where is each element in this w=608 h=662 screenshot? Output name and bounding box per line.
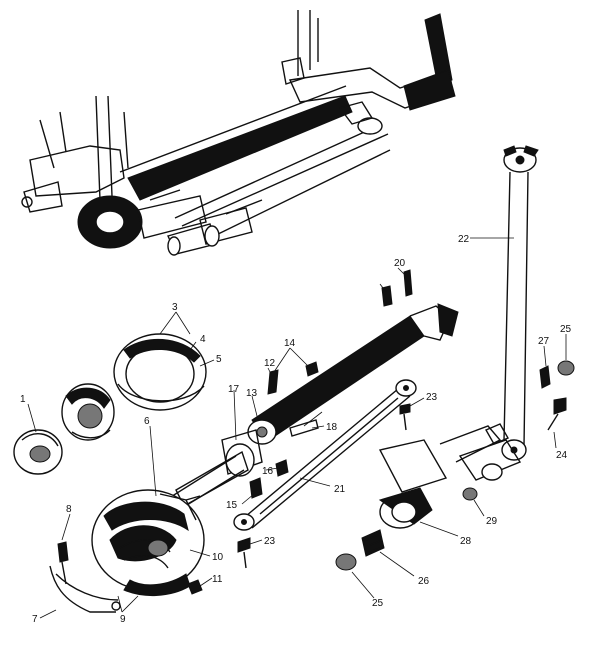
part-25-nut-lower bbox=[335, 553, 357, 571]
leader-lines bbox=[27, 237, 567, 619]
part-8-screw bbox=[57, 541, 69, 585]
assembled-mechanism-view bbox=[21, 10, 456, 256]
label-part-18: 18 bbox=[326, 422, 338, 433]
part-3-bobbin-case bbox=[61, 383, 115, 441]
label-part-8: 8 bbox=[66, 504, 72, 515]
label-part-26: 26 bbox=[418, 576, 430, 587]
label-part-13: 13 bbox=[246, 388, 258, 399]
label-part-12: 12 bbox=[264, 358, 276, 369]
part-22-vertical-link bbox=[501, 145, 539, 461]
part-4-hook-ring bbox=[113, 333, 207, 411]
part-18-pin bbox=[289, 419, 319, 437]
part-24-screw bbox=[547, 397, 567, 431]
label-part-17: 17 bbox=[228, 384, 240, 395]
label-part-24: 24 bbox=[556, 450, 568, 461]
rock-shaft-assembly bbox=[149, 303, 459, 525]
label-part-25-upper: 25 bbox=[560, 324, 572, 335]
part-27-screw bbox=[539, 365, 551, 389]
part-25-nut-upper bbox=[557, 360, 575, 376]
part-26-spring bbox=[361, 529, 385, 557]
part-29-nut bbox=[462, 487, 478, 501]
label-part-7: 7 bbox=[32, 614, 38, 625]
part-21-connecting-rod bbox=[233, 379, 417, 531]
label-part-23-upper: 23 bbox=[426, 392, 438, 403]
label-part-4: 4 bbox=[200, 334, 206, 345]
part-20-screw bbox=[381, 269, 413, 307]
label-part-23-lower: 23 bbox=[264, 536, 276, 547]
label-part-11: 11 bbox=[212, 574, 223, 585]
part-1-bobbin bbox=[13, 429, 63, 475]
part-11-screw bbox=[187, 579, 203, 595]
label-part-14: 14 bbox=[284, 338, 296, 349]
part-16-screw bbox=[275, 459, 289, 477]
label-part-1: 1 bbox=[20, 394, 26, 405]
label-part-21: 21 bbox=[334, 484, 346, 495]
part-23-screw-upper bbox=[399, 403, 411, 431]
label-part-25-lower: 25 bbox=[372, 598, 384, 609]
part-23-screw-lower bbox=[237, 537, 251, 569]
part-7-wire-guide bbox=[49, 565, 121, 613]
label-part-20: 20 bbox=[394, 258, 406, 269]
label-part-22: 22 bbox=[458, 234, 470, 245]
label-part-9: 9 bbox=[120, 614, 126, 625]
part-15-screw bbox=[249, 477, 263, 499]
part-number-labels: 1 3 4 5 6 7 8 9 10 11 12 13 14 15 16 17 … bbox=[20, 234, 572, 625]
label-part-5: 5 bbox=[216, 354, 222, 365]
label-part-3: 3 bbox=[172, 302, 178, 313]
rotary-hook-assembly bbox=[91, 489, 205, 597]
label-part-15: 15 bbox=[226, 500, 238, 511]
label-part-28: 28 bbox=[460, 536, 472, 547]
label-part-10: 10 bbox=[212, 552, 224, 563]
label-part-29: 29 bbox=[486, 516, 498, 527]
label-part-16: 16 bbox=[262, 466, 274, 477]
part-28-fork-crank bbox=[378, 423, 522, 529]
label-part-6: 6 bbox=[144, 416, 150, 427]
label-part-27: 27 bbox=[538, 336, 550, 347]
